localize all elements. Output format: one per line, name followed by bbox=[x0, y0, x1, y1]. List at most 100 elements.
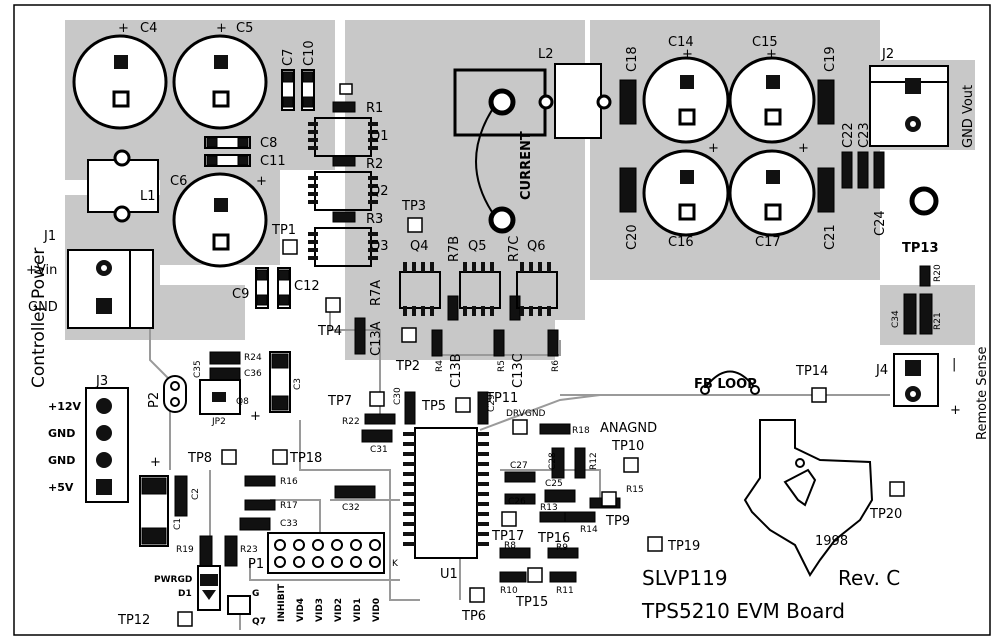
refdes-q7: Q7 bbox=[252, 617, 266, 627]
silk-plus: + bbox=[250, 409, 261, 424]
refdes-tp7: TP7 bbox=[327, 394, 352, 409]
refdes-c1: C1 bbox=[173, 518, 183, 530]
refdes-c20: C20 bbox=[625, 224, 640, 250]
electrolytic-capacitors bbox=[72, 34, 816, 268]
j4-plus-label: + bbox=[950, 403, 961, 418]
refdes-r7c: R7C bbox=[507, 236, 522, 262]
refdes-r14: R14 bbox=[580, 525, 598, 535]
refdes-c3: C3 bbox=[293, 378, 303, 390]
refdes-tp13: TP13 bbox=[902, 241, 939, 256]
refdes-tp12: TP12 bbox=[117, 613, 150, 628]
current-label: CURRENT bbox=[519, 131, 534, 200]
refdes-l1: L1 bbox=[140, 189, 156, 204]
refdes-tp4: TP4 bbox=[317, 324, 342, 339]
j3-pin-gnd: GND bbox=[48, 454, 75, 467]
refdes-c23: C23 bbox=[857, 122, 872, 148]
refdes-c15: C15 bbox=[752, 35, 778, 50]
refdes-c12: C12 bbox=[294, 279, 320, 294]
refdes-c27: C27 bbox=[510, 461, 528, 471]
board-title-line2: TPS5210 EVM Board bbox=[641, 599, 845, 623]
j4-remote-sense-title: Remote Sense bbox=[975, 346, 990, 440]
refdes-tp20: TP20 bbox=[869, 507, 902, 522]
refdes-c18: C18 bbox=[625, 46, 640, 72]
refdes-r1: R1 bbox=[366, 101, 383, 116]
refdes-tp18: TP18 bbox=[289, 451, 322, 466]
refdes-c14: C14 bbox=[668, 35, 694, 50]
refdes-tp14: TP14 bbox=[795, 364, 828, 379]
refdes-r19: R19 bbox=[176, 545, 194, 555]
refdes-c5: C5 bbox=[236, 21, 253, 36]
refdes-tp6: TP6 bbox=[461, 609, 486, 624]
refdes-r8: R8 bbox=[504, 541, 516, 551]
j1-vin-label: +Vin bbox=[26, 263, 57, 278]
refdes-r4: R4 bbox=[435, 360, 445, 372]
silkscreen-text: + C4 + C5 C7 C10 C8 C11 C6 + L1 R1 Q1 R2… bbox=[26, 21, 990, 628]
refdes-c26: C26 bbox=[508, 497, 526, 507]
terminal-blocks bbox=[67, 65, 949, 503]
refdes-u1: U1 bbox=[440, 567, 458, 582]
refdes-r2: R2 bbox=[366, 157, 383, 172]
gate-label: G bbox=[252, 589, 259, 599]
refdes-q2: Q2 bbox=[370, 184, 389, 199]
refdes-tp16: TP16 bbox=[537, 531, 570, 546]
header-pin-inhibit: INHIBIT bbox=[277, 583, 287, 622]
refdes-c13c: C13C bbox=[511, 353, 526, 388]
refdes-q3: Q3 bbox=[370, 239, 389, 254]
refdes-c6: C6 bbox=[170, 174, 187, 189]
board-revision: Rev. C bbox=[838, 566, 900, 590]
mosfets bbox=[314, 117, 558, 309]
refdes-r20: R20 bbox=[933, 264, 943, 282]
refdes-r11: R11 bbox=[556, 586, 574, 596]
traces bbox=[149, 300, 890, 630]
refdes-c19: C19 bbox=[823, 46, 838, 72]
refdes-r6: R6 bbox=[551, 360, 561, 372]
refdes-c16: C16 bbox=[668, 235, 694, 250]
refdes-c10: C10 bbox=[302, 40, 317, 66]
refdes-j1: J1 bbox=[43, 229, 56, 244]
refdes-r18: R18 bbox=[572, 426, 590, 436]
refdes-c21: C21 bbox=[823, 224, 838, 250]
refdes-q5: Q5 bbox=[468, 239, 487, 254]
refdes-r5: R5 bbox=[497, 360, 507, 372]
refdes-tp17: TP17 bbox=[491, 529, 524, 544]
u1-ic bbox=[403, 427, 489, 559]
misc-parts bbox=[163, 83, 939, 615]
refdes-c36: C36 bbox=[244, 369, 262, 379]
fb-loop-label: FB LOOP bbox=[694, 377, 757, 392]
refdes-c24: C24 bbox=[873, 210, 888, 236]
refdes-r15: R15 bbox=[626, 485, 644, 495]
refdes-c28: C28 bbox=[548, 452, 558, 470]
refdes-tp1: TP1 bbox=[271, 223, 296, 238]
j1-gnd-label: GND bbox=[28, 300, 58, 315]
refdes-tp8: TP8 bbox=[187, 451, 212, 466]
refdes-tp11: TP11 bbox=[485, 391, 518, 406]
refdes-q8: Q8 bbox=[236, 397, 249, 407]
silk-plus: + bbox=[708, 141, 719, 156]
refdes-tp3: TP3 bbox=[401, 199, 426, 214]
j4-minus-label: | bbox=[952, 357, 956, 372]
pwrgd-label: PWRGD bbox=[154, 575, 192, 585]
refdes-c7: C7 bbox=[281, 49, 296, 66]
header-pin-vid4: VID4 bbox=[296, 598, 306, 622]
silk-plus: + bbox=[216, 21, 227, 36]
refdes-j4: J4 bbox=[875, 363, 888, 378]
silk-plus: + bbox=[256, 174, 267, 189]
k-mark: K bbox=[392, 559, 399, 569]
refdes-c32: C32 bbox=[342, 503, 360, 513]
refdes-c9: C9 bbox=[232, 287, 249, 302]
test-point-pads bbox=[177, 217, 905, 627]
refdes-c13a: C13A bbox=[369, 321, 384, 356]
silk-plus: + bbox=[682, 47, 693, 62]
anagnd-label: ANAGND bbox=[600, 421, 657, 436]
j3-pin-12v: +12V bbox=[48, 400, 82, 413]
j2-gnd-vout-label: GND Vout bbox=[961, 85, 976, 148]
refdes-c22: C22 bbox=[841, 122, 856, 148]
refdes-c8: C8 bbox=[260, 136, 277, 151]
refdes-tp10: TP10 bbox=[611, 439, 644, 454]
refdes-c4: C4 bbox=[140, 21, 157, 36]
refdes-r13: R13 bbox=[540, 503, 558, 513]
refdes-c11: C11 bbox=[260, 154, 286, 169]
refdes-c17: C17 bbox=[755, 235, 781, 250]
refdes-c35: C35 bbox=[193, 360, 203, 378]
